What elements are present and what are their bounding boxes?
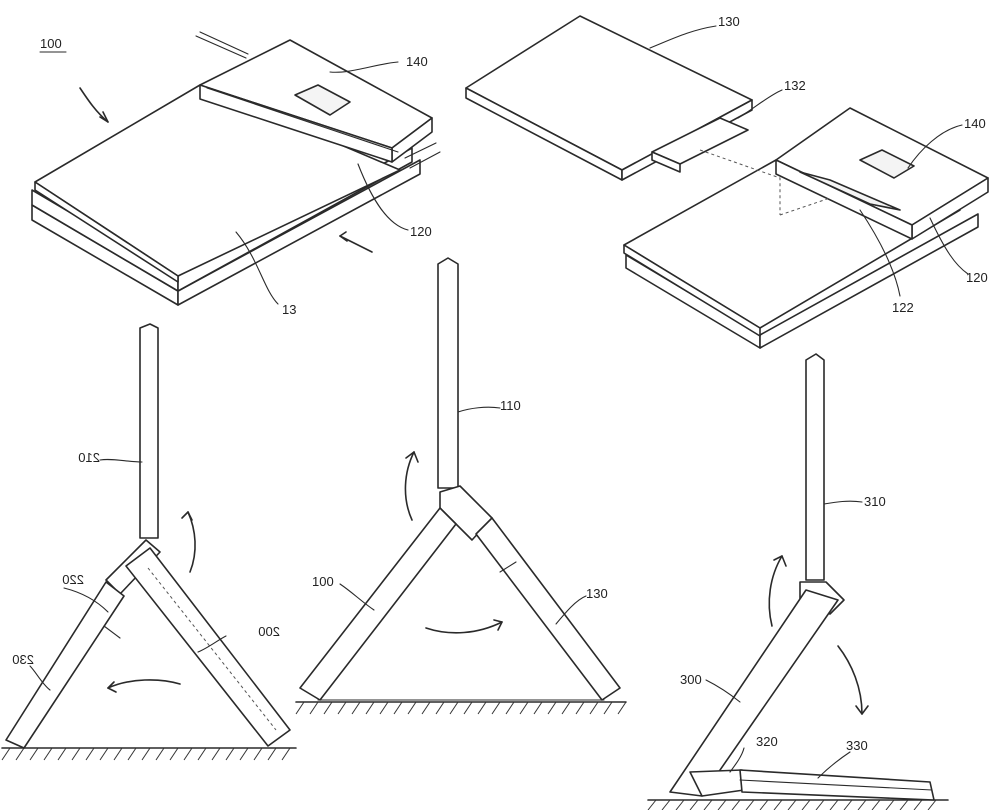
- label-13: 13: [282, 302, 296, 317]
- label-330: 330: [846, 738, 868, 753]
- label-300: 300: [680, 672, 702, 687]
- label-120-top-left: 120: [410, 224, 432, 239]
- label-140-top-left: 140: [406, 54, 428, 69]
- label-320: 320: [756, 734, 778, 749]
- label-100-middle: 100: [312, 574, 334, 589]
- label-200: 200: [258, 624, 280, 639]
- stand-configuration-right: [647, 353, 949, 810]
- label-230: 230: [12, 652, 34, 667]
- stand-configuration-middle: [295, 257, 627, 715]
- device-assembly-exploded: [465, 15, 989, 349]
- label-130-middle: 130: [586, 586, 608, 601]
- label-120-top-right: 120: [966, 270, 988, 285]
- label-110: 110: [500, 398, 521, 413]
- label-210: 210: [78, 450, 100, 465]
- label-220: 220: [62, 572, 84, 587]
- stand-configuration-left: [1, 323, 297, 761]
- label-122: 122: [892, 300, 914, 315]
- label-100: 100: [40, 36, 62, 51]
- label-132: 132: [784, 78, 806, 93]
- label-310: 310: [864, 494, 886, 509]
- device-assembly-closed: [31, 31, 441, 306]
- label-130-top: 130: [718, 14, 740, 29]
- label-140-top-right: 140: [964, 116, 986, 131]
